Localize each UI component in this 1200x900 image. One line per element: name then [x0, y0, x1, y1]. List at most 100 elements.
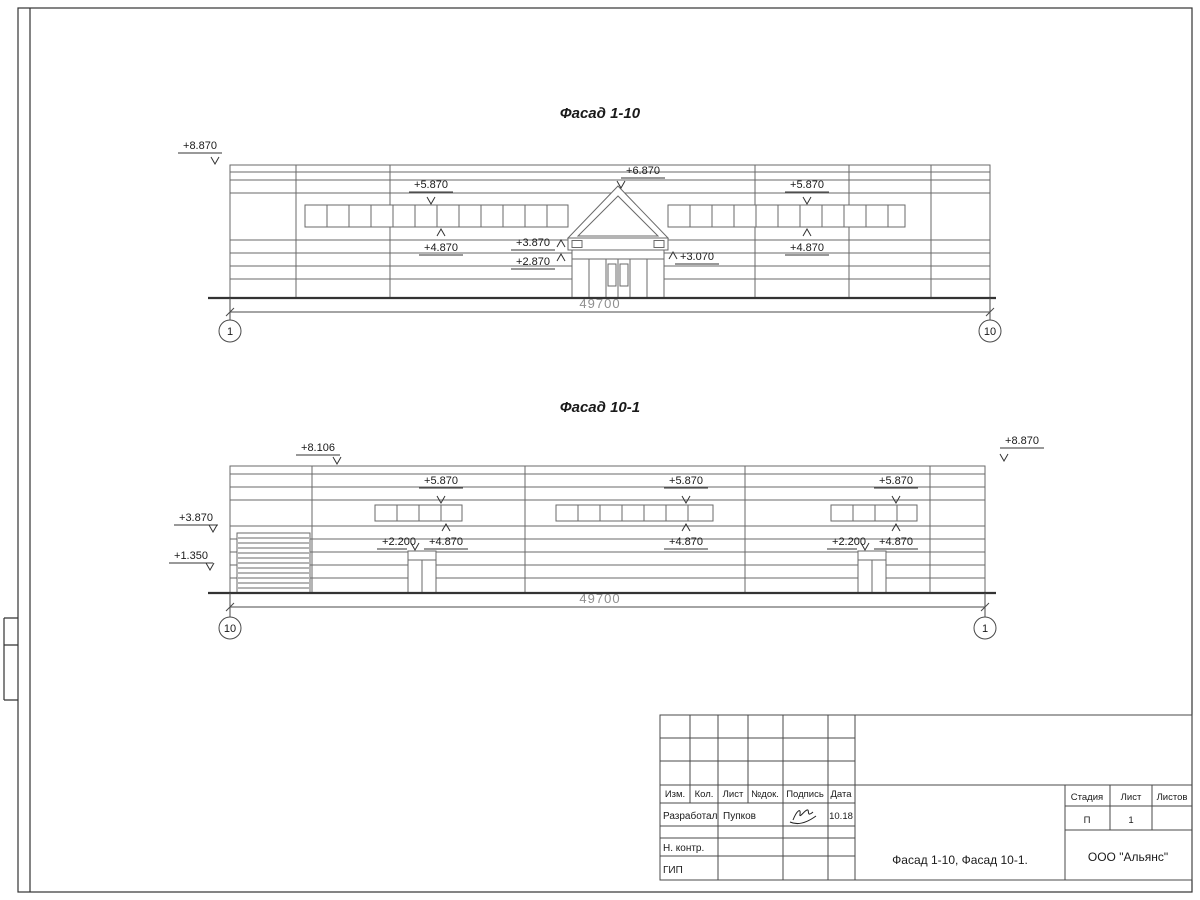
stage-value: П — [1084, 815, 1091, 826]
elevation-wall-left-upper: +3.870 — [174, 512, 218, 534]
title-block-border — [659, 714, 1193, 881]
elevation-arrow-icon — [419, 227, 463, 256]
elevation-value: +5.870 — [790, 179, 824, 191]
col-header-data: Дата — [830, 789, 852, 800]
window-panes-right — [689, 205, 889, 227]
facade-10-1-title: Фасад 10-1 — [560, 399, 640, 416]
window-panes-1 — [396, 505, 442, 521]
door-glazing-left — [607, 263, 617, 287]
company-name: ООО "Альянс" — [1088, 850, 1168, 864]
door-glazing-right — [619, 263, 629, 287]
facade-1-10-drawing — [229, 164, 991, 299]
facade-10-1: Фасад 10-1 — [169, 399, 1044, 640]
elevation-value: +5.870 — [414, 179, 448, 191]
louver-hatch — [238, 537, 309, 589]
axis-leaders — [229, 593, 986, 617]
window-panes-3 — [852, 505, 898, 521]
document-title: Фасад 1-10, Фасад 10-1. — [892, 853, 1028, 867]
signature-icon — [789, 809, 817, 824]
axis-bubble-right — [973, 616, 997, 640]
sheet-frame — [3, 7, 1193, 893]
elevation-window-top-left: +5.870 — [409, 179, 453, 206]
side-stamp-cells — [3, 617, 18, 701]
elevation-arrow-icon — [178, 152, 222, 166]
axis-label-1: 1 — [227, 326, 233, 338]
elevation-value: +5.870 — [424, 475, 458, 487]
developer-name: Пупков — [723, 811, 756, 822]
elevation-arrow-icon — [377, 542, 420, 552]
canopy-band — [567, 237, 669, 251]
elevation-value: +2.200 — [382, 536, 416, 548]
window-panes-left — [326, 205, 548, 227]
elevation-arrow-icon — [174, 524, 218, 534]
elevation-value: +4.870 — [429, 536, 463, 548]
gip-label: ГИП — [663, 865, 683, 876]
elevation-arrow-icon — [296, 454, 342, 466]
elevation-roof-right: +8.870 — [999, 435, 1044, 463]
elevation-canopy-top: +3.870 — [511, 237, 566, 251]
elevation-value: +2.870 — [516, 256, 550, 268]
elevation-arrow-icon — [668, 250, 719, 265]
canopy-window-left — [571, 240, 583, 248]
stage-label: Стадия — [1071, 792, 1103, 803]
elevation-arrow-icon — [419, 487, 463, 505]
elevation-arrow-icon — [511, 238, 566, 251]
door-2-detail — [858, 559, 886, 593]
elevation-arrow-icon — [616, 177, 665, 190]
elevation-parapet-left: +8.106 — [296, 442, 342, 466]
elevation-window-sill-right: +4.870 — [785, 227, 829, 256]
elevation-value: +4.870 — [790, 242, 824, 254]
elevation-value: +8.870 — [1005, 435, 1039, 447]
window-panes-2 — [577, 505, 689, 521]
title-block: Изм. Кол. Лист №док. Подпись Дата Разраб… — [659, 714, 1193, 881]
facade-1-10-title: Фасад 1-10 — [560, 105, 641, 122]
elevation-value: +3.870 — [179, 512, 213, 524]
elevation-value: +5.870 — [879, 475, 913, 487]
elevation-arrow-icon — [785, 227, 829, 256]
title-block-right-grid — [1064, 785, 1192, 880]
col-header-kol: Кол. — [695, 789, 714, 800]
sheet-label: Лист — [1121, 792, 1142, 803]
window-ribbon-right — [667, 204, 906, 228]
elevation-arrow-icon — [785, 191, 829, 206]
developer-label: Разработал — [663, 810, 718, 822]
col-header-list: Лист — [723, 789, 744, 800]
column-lines — [311, 466, 931, 593]
elevation-value: +8.106 — [301, 442, 335, 454]
elevation-roof-left: +8.870 — [178, 140, 222, 166]
axis-bubble-left — [218, 616, 242, 640]
ncontrol-label: Н. контр. — [663, 843, 704, 854]
elevation-arrow-icon — [409, 191, 453, 206]
axis-leaders — [229, 298, 991, 320]
elevation-arrow-icon — [424, 522, 468, 550]
elevation-arrow-icon — [999, 447, 1044, 463]
facade-10-1-axes — [218, 593, 997, 640]
facade-1-10-dimension-value: 49700 — [579, 296, 620, 311]
title-block-grid — [659, 714, 1193, 881]
elevation-entrance-right: +3.070 — [668, 250, 719, 265]
elevation-arrow-icon — [874, 522, 918, 550]
col-header-ndok: №док. — [751, 789, 779, 800]
elevation-door-top-1: +2.200 — [377, 536, 420, 552]
elevation-value: +4.870 — [669, 536, 703, 548]
col-header-izm: Изм. — [665, 789, 685, 800]
entrance-gable-inner — [576, 195, 660, 237]
elevation-window-top-3: +5.870 — [874, 475, 918, 505]
column-lines — [295, 165, 932, 298]
elevation-value: +4.870 — [424, 242, 458, 254]
storefront-mullions — [572, 258, 664, 298]
frame-border — [17, 7, 1193, 893]
elevation-value: +2.200 — [832, 536, 866, 548]
sheet-value: 1 — [1128, 815, 1133, 826]
elevation-window-sill-1: +4.870 — [424, 522, 468, 550]
entrance-gable — [566, 185, 670, 239]
elevation-value: +6.870 — [626, 165, 660, 177]
elevation-window-sill-2: +4.870 — [664, 522, 708, 550]
elevation-door-top-2: +2.200 — [827, 536, 870, 552]
elevation-value: +1.350 — [174, 550, 208, 562]
elevation-window-top-2: +5.870 — [664, 475, 708, 505]
window-ribbon-2 — [555, 504, 714, 522]
door-1-detail — [408, 559, 436, 593]
